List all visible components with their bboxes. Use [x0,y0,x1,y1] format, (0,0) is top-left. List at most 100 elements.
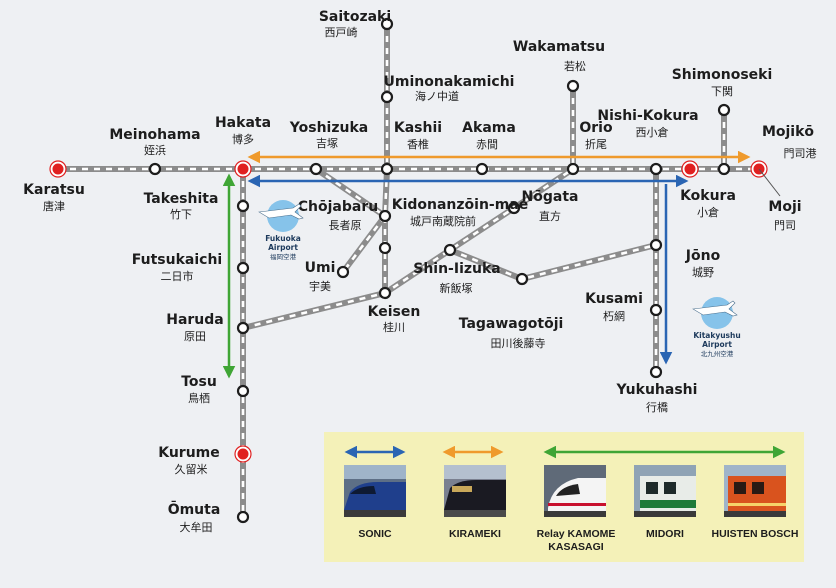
station-marker-ring [234,445,252,463]
station-name-jp-futsukaichi: 二日市 [161,269,194,283]
station-name-jp-shiniizuka: 新飯塚 [440,281,473,295]
station-name-jp-haruda: 原田 [184,330,206,343]
station-marker-orio[interactable] [566,162,580,176]
service-routes [222,150,751,379]
station-name-haruda[interactable]: Haruda [166,312,224,328]
legend-label-kirameki: KIRAMEKI [449,528,501,540]
kitakyushu-airport-label-1: Kitakyushu [693,331,740,340]
station-name-tosu[interactable]: Tosu [181,374,217,390]
station-name-kidonanzoinmae[interactable]: Kidonanzōin-mae [392,197,529,213]
station-name-takeshita[interactable]: Takeshita [144,191,219,207]
station-marker-jono[interactable] [649,238,663,252]
station-name-kurume[interactable]: Kurume [158,445,220,461]
station-name-omuta[interactable]: Ōmuta [168,500,221,518]
station-marker-keisen[interactable] [378,286,392,300]
station-marker-futsukaichi[interactable] [236,261,250,275]
station-name-jp-orio: 折尾 [585,137,607,151]
station-name-jp-umi: 宇美 [309,280,331,293]
station-name-jp-kidonanzoinmae: 城戸南蔵院前 [410,214,476,228]
station-marker-chojabaru[interactable] [378,209,392,223]
station-marker-wakamatsu[interactable] [566,79,580,93]
station-name-nogata[interactable]: Nōgata [522,189,579,205]
station-marker-kusami[interactable] [649,303,663,317]
fukuoka-airport-label-2: Airport [268,243,298,252]
station-marker-meinohama[interactable] [148,162,162,176]
station-marker-shimonoseki[interactable] [717,103,731,117]
station-marker-kurume[interactable] [235,446,251,462]
station-name-jp-nishikokura: 西小倉 [636,125,669,139]
station-marker-kokura[interactable] [682,161,698,177]
station-marker-ring [681,160,699,178]
midori-train-photo [634,465,696,517]
station-name-jp-meinohama: 姪浜 [144,143,166,157]
station-marker-akama[interactable] [475,162,489,176]
station-name-tagawagotoji[interactable]: Tagawagotōji [459,316,564,332]
station-marker-umi[interactable] [336,265,350,279]
station-markers [49,17,768,524]
station-name-jp-moji: 門司 [774,219,796,232]
station-name-hakata[interactable]: Hakata [215,115,271,131]
station-name-kokura[interactable]: Kokura [680,188,736,204]
station-marker-kashii[interactable] [380,162,394,176]
station-name-nishikokura[interactable]: Nishi-Kokura [597,108,698,124]
sonic-train-photo [344,465,406,517]
station-name-shimonoseki[interactable]: Shimonoseki [672,67,773,83]
fukuoka-airport-label-1: Fukuoka [265,234,301,243]
station-marker-tagawagotoji[interactable] [515,272,529,286]
station-name-jp-akama: 赤間 [476,138,498,151]
station-marker-yukuhashi[interactable] [649,365,663,379]
station-name-futsukaichi[interactable]: Futsukaichi [132,252,222,268]
station-name-jp-mojiko: 門司港 [784,147,817,160]
fukuoka-airport[interactable]: Fukuoka Airport 福岡空港 [258,200,304,261]
station-name-chojabaru[interactable]: Chōjabaru [298,199,378,215]
station-name-jp-yukuhashi: 行橋 [646,400,668,414]
station-name-yukuhashi[interactable]: Yukuhashi [616,382,698,398]
legend-label-midori: MIDORI [646,528,684,540]
station-marker-tosu[interactable] [236,384,250,398]
legend-label-kasasagi: KASASAGI [548,541,604,553]
station-marker-hakata[interactable] [235,161,251,177]
station-name-yoshizuka[interactable]: Yoshizuka [289,120,368,136]
station-marker-shiniizuka[interactable] [443,243,457,257]
station-marker-nogata[interactable] [507,201,521,215]
station-marker-moji[interactable] [717,162,731,176]
station-name-akama[interactable]: Akama [462,120,516,136]
station-name-moji[interactable]: Moji [768,199,801,215]
station-name-jp-nogata: 直方 [539,209,561,223]
station-name-karatsu[interactable]: Karatsu [23,182,85,198]
station-name-jp-yoshizuka: 吉塚 [316,137,338,150]
kitakyushu-airport-label-jp: 北九州空港 [701,349,734,358]
station-marker-saitozaki[interactable] [380,17,394,31]
station-marker-kidonanzoinmae[interactable] [378,241,392,255]
station-name-jp-uminonakamichi: 海ノ中道 [415,89,459,103]
station-name-shiniizuka[interactable]: Shin-Iizuka [413,261,501,277]
station-marker-haruda[interactable] [236,321,250,335]
station-labels: Saitozaki西戸崎Uminonakamichi海ノ中道Wakamatsu若… [23,9,816,534]
station-name-jp-kusami: 朽網 [603,309,625,323]
kitakyushu-airport[interactable]: Kitakyushu Airport 北九州空港 [692,297,741,358]
station-name-jp-shimonoseki: 下関 [711,85,733,98]
station-name-saitozaki[interactable]: Saitozaki [319,9,391,25]
station-name-meinohama[interactable]: Meinohama [109,127,200,143]
station-name-kashii[interactable]: Kashii [394,120,442,136]
station-name-kusami[interactable]: Kusami [585,291,643,307]
station-name-orio[interactable]: Orio [579,120,613,136]
station-name-umi[interactable]: Umi [305,260,336,276]
station-name-uminonakamichi[interactable]: Uminonakamichi [384,74,515,90]
station-name-mojiko[interactable]: Mojikō [762,124,814,140]
station-name-keisen[interactable]: Keisen [368,304,421,320]
station-marker-ring [750,160,768,178]
station-name-jp-kashii: 香椎 [407,137,429,151]
station-name-jp-tosu: 鳥栖 [188,391,210,405]
station-name-jono[interactable]: Jōno [685,248,721,264]
station-marker-yoshizuka[interactable] [309,162,323,176]
station-marker-takeshita[interactable] [236,199,250,213]
station-marker-omuta[interactable] [236,510,250,524]
station-name-wakamatsu[interactable]: Wakamatsu [513,39,605,55]
station-marker-uminonakamichi[interactable] [380,90,394,104]
station-marker-karatsu[interactable] [50,161,66,177]
station-name-jp-chojabaru: 長者原 [329,219,362,232]
station-name-jp-kurume: 久留米 [175,463,208,476]
station-marker-nishikokura[interactable] [649,162,663,176]
